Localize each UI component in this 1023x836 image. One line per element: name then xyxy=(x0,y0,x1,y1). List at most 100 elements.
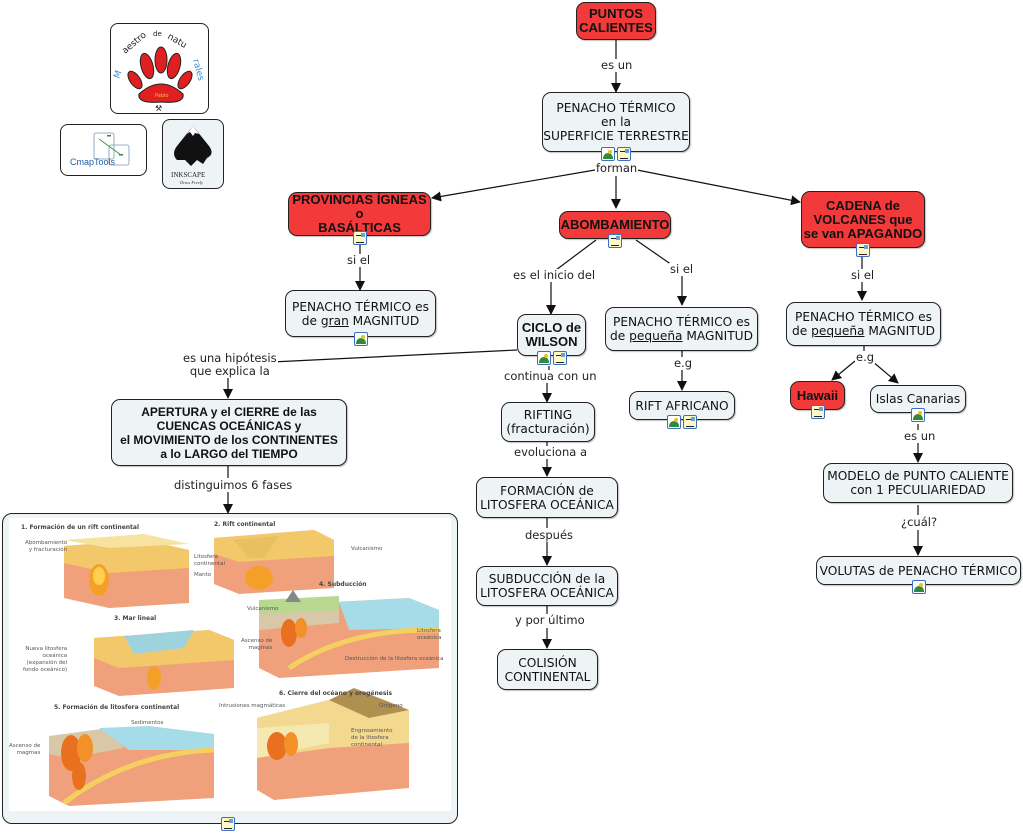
panel-note: Sedimentos xyxy=(131,720,164,726)
document-resource-icon[interactable] xyxy=(810,405,825,419)
concept-penacho-gran-magnitud[interactable]: PENACHO TÉRMICO es de gran MAGNITUD xyxy=(285,290,436,346)
concept-label-line2: de pequeña MAGNITUD xyxy=(610,329,753,343)
document-resource-icon[interactable] xyxy=(552,351,567,365)
link-label: después xyxy=(524,528,575,542)
concept-rift-africano[interactable]: RIFT AFRICANO xyxy=(629,391,735,429)
concept-label: ABOMBAMIENTO xyxy=(560,217,670,232)
link-line xyxy=(831,360,856,381)
concept-puntos-calientes[interactable]: PUNTOS CALIENTES xyxy=(576,2,656,40)
image-resource-icon[interactable] xyxy=(353,332,368,346)
image-resource-icon[interactable] xyxy=(667,415,681,429)
panel-note: Orógeno xyxy=(379,703,403,709)
concept-label: CICLO de WILSON xyxy=(521,320,582,349)
concept-penacho-pequena-magnitud-volcanes[interactable]: PENACHO TÉRMICO es de pequeña MAGNITUD xyxy=(786,302,941,346)
cmap-logo-icon: CmapTools xyxy=(70,132,130,167)
concept-formacion-litosfera[interactable]: FORMACIÓN de LITOSFERA OCEÁNICA xyxy=(476,477,618,518)
concept-rifting[interactable]: RIFTING (fracturación) xyxy=(501,402,595,442)
panel-note: Abombamiento y fracturación xyxy=(25,540,68,553)
link-line xyxy=(555,239,597,271)
maestro-de-naturales-logo: M aestro de natu rales Pablo ⚒ xyxy=(110,23,209,114)
svg-text:aestro: aestro xyxy=(121,30,149,56)
concept-label: FORMACIÓN de LITOSFERA OCEÁNICA xyxy=(480,483,614,512)
concept-label: PUNTOS CALIENTES xyxy=(579,6,653,35)
panel-2-block xyxy=(214,530,334,594)
link-line xyxy=(635,239,673,266)
concept-label: Hawaii xyxy=(796,387,839,403)
concept-label: COLISIÓN CONTINENTAL xyxy=(504,655,591,684)
image-resource-icon[interactable] xyxy=(911,580,926,594)
concept-label: RIFT AFRICANO xyxy=(635,398,729,413)
concept-volutas-penacho[interactable]: VOLUTAS de PENACHO TÉRMICO xyxy=(816,556,1021,594)
link-label: y por último xyxy=(514,613,586,627)
panel-note: Destrucción de la litosfera oceánica xyxy=(345,656,444,662)
concept-label: PENACHO TÉRMICO es xyxy=(292,299,429,314)
svg-text:INKSCAPE: INKSCAPE xyxy=(171,171,205,179)
panel-title: 3. Mar lineal xyxy=(114,615,157,622)
link-label: evoluciona a xyxy=(513,445,588,459)
inkscape-logo-icon: INKSCAPE Draw Freely xyxy=(171,126,212,185)
cmaptools-logo: CmapTools xyxy=(60,124,147,176)
link-label: forman xyxy=(595,161,639,175)
panel-note: Intrusiones magmáticas xyxy=(219,703,286,709)
svg-text:rales: rales xyxy=(190,58,205,82)
panel-title: 1. Formación de un rift continental xyxy=(21,524,140,531)
svg-text:CmapTools: CmapTools xyxy=(70,157,116,167)
concept-modelo-punto-caliente[interactable]: MODELO de PUNTO CALIENTE con 1 PECULIARI… xyxy=(823,463,1013,503)
link-label: es el inicio del xyxy=(512,268,597,282)
concept-label: SUBDUCCIÓN de la LITOSFERA OCEÁNICA xyxy=(480,572,614,600)
concept-subduccion-litosfera[interactable]: SUBDUCCIÓN de la LITOSFERA OCEÁNICA xyxy=(476,566,618,606)
concept-label: APERTURA y el CIERRE de las CUENCAS OCEÁ… xyxy=(120,404,338,461)
panel-note: Vulcanismo xyxy=(351,546,383,552)
concept-label: Islas Canarias xyxy=(875,392,961,406)
concept-abombamiento[interactable]: ABOMBAMIENTO xyxy=(559,211,671,248)
concept-label: MODELO de PUNTO CALIENTE con 1 PECULIARI… xyxy=(827,469,1009,497)
panel-title: 2. Rift continental xyxy=(214,521,276,528)
panel-5-block xyxy=(49,726,215,806)
link-label: ¿cuál? xyxy=(900,515,939,529)
link-label: e.g xyxy=(855,350,876,364)
panel-note: Manto xyxy=(194,572,212,578)
panel-4-block xyxy=(259,590,440,678)
image-resource-icon[interactable] xyxy=(601,147,615,161)
concept-ciclo-wilson[interactable]: CICLO de WILSON xyxy=(517,314,586,365)
concept-apertura-cierre[interactable]: APERTURA y el CIERRE de las CUENCAS OCEÁ… xyxy=(111,399,347,466)
document-resource-icon[interactable] xyxy=(608,234,622,248)
panel-title: 4. Subducción xyxy=(319,581,367,588)
link-label: e.g xyxy=(673,356,694,370)
concept-islas-canarias[interactable]: Islas Canarias xyxy=(870,385,966,422)
concept-label: PENACHO TÉRMICO en la SUPERFICIE TERREST… xyxy=(543,101,689,143)
svg-text:⚒: ⚒ xyxy=(155,104,162,113)
document-resource-icon[interactable] xyxy=(221,817,235,831)
image-resource-icon[interactable] xyxy=(536,351,551,365)
panel-title: 6. Cierre del océano y orogénesis xyxy=(279,690,393,697)
concept-label: CADENA de VOLCANES que se van APAGANDO xyxy=(803,197,923,241)
panel-note: Litosfera continental xyxy=(194,554,225,567)
concept-cadena-volcanes[interactable]: CADENA de VOLCANES que se van APAGANDO xyxy=(801,191,925,257)
document-resource-icon[interactable] xyxy=(683,415,697,429)
svg-text:de: de xyxy=(153,30,162,38)
wilson-cycle-figure[interactable]: 1. Formación de un rift continental 2. R… xyxy=(2,513,458,824)
concept-hawaii[interactable]: Hawaii xyxy=(790,381,845,419)
svg-text:natu: natu xyxy=(166,32,189,51)
concept-label: RIFTING (fracturación) xyxy=(506,408,590,436)
image-resource-icon[interactable] xyxy=(911,408,925,422)
paw-icon: M aestro de natu rales Pablo ⚒ xyxy=(112,30,205,113)
concept-label-line2: de pequeña MAGNITUD xyxy=(792,324,935,338)
concept-provincias-igneas[interactable]: PROVINCIAS ÍGNEAS o BASÁLTICAS xyxy=(288,192,431,245)
document-resource-icon[interactable] xyxy=(856,243,870,257)
concept-label: PENACHO TÉRMICO es xyxy=(613,315,750,329)
concept-colision-continental[interactable]: COLISIÓN CONTINENTAL xyxy=(497,649,598,690)
panel-note: Vulcanismo xyxy=(247,606,279,612)
concept-label: PROVINCIAS ÍGNEAS o BASÁLTICAS xyxy=(292,192,427,235)
panel-note: Litosfera oceánica xyxy=(417,628,442,641)
link-line xyxy=(431,169,596,202)
concept-label: PENACHO TÉRMICO es xyxy=(795,310,932,324)
svg-text:M: M xyxy=(112,69,124,80)
concept-penacho-pequena-magnitud-rift[interactable]: PENACHO TÉRMICO es de pequeña MAGNITUD xyxy=(605,307,758,351)
document-resource-icon[interactable] xyxy=(617,147,631,161)
link-label: es un xyxy=(903,429,937,443)
concept-penacho-superficie[interactable]: PENACHO TÉRMICO en la SUPERFICIE TERREST… xyxy=(542,92,690,161)
svg-text:Draw Freely: Draw Freely xyxy=(179,180,203,185)
document-resource-icon[interactable] xyxy=(352,231,367,245)
link-label: es una hipótesis que explica la xyxy=(182,351,278,378)
